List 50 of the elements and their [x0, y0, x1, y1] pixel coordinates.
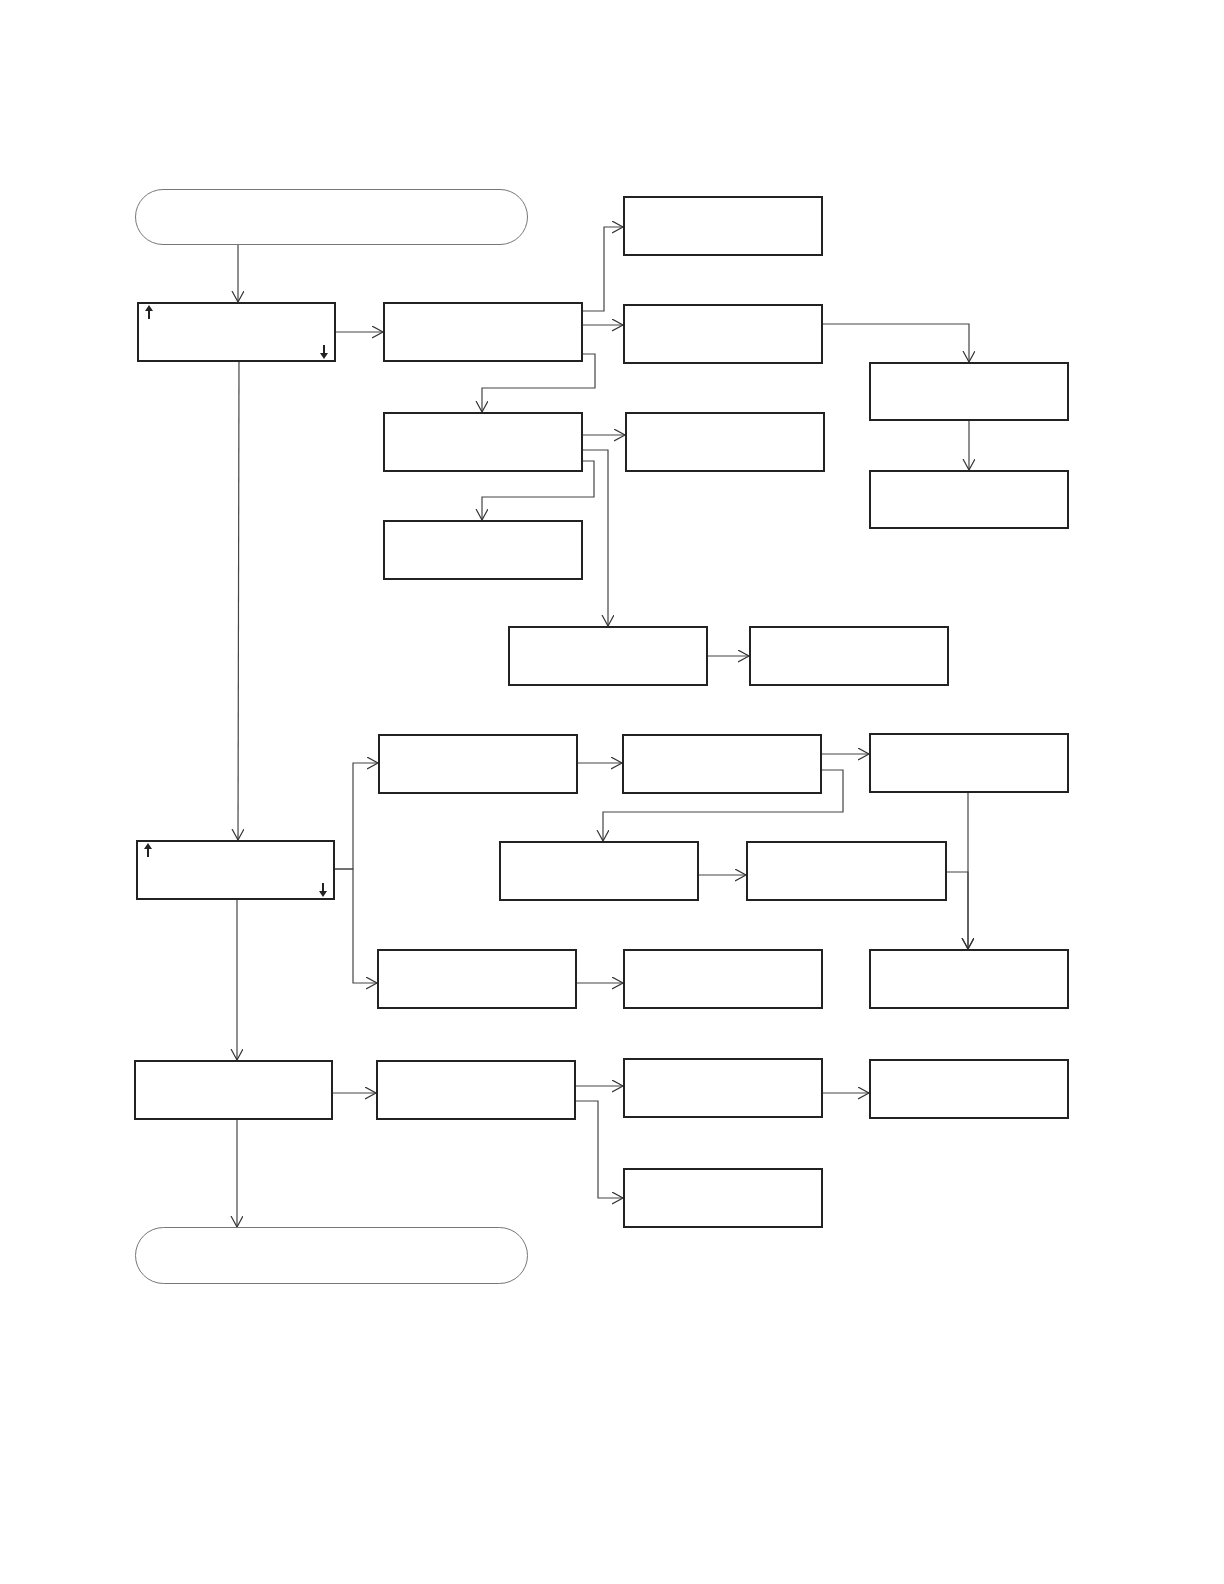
arrow: [582, 428, 626, 442]
arrow: [334, 868, 378, 990]
arrow: [577, 756, 623, 770]
arrow: [962, 420, 976, 471]
arrow: [698, 868, 747, 882]
arrow: [821, 747, 870, 761]
process-box: [869, 362, 1069, 421]
arrow: [231, 244, 245, 303]
process-box: [623, 304, 823, 364]
arrow: [707, 649, 750, 663]
arrow: [332, 1086, 377, 1100]
process-box: [622, 734, 822, 794]
arrow: [946, 871, 975, 950]
arrow: [575, 1100, 624, 1205]
arrow: [582, 449, 615, 627]
arrow: [475, 353, 596, 413]
process-box: [383, 302, 583, 362]
process-box: [749, 626, 949, 686]
process-box: [508, 626, 708, 686]
process-box: [623, 196, 823, 256]
arrow: [575, 1079, 624, 1093]
process-box: [869, 733, 1069, 793]
process-box: [137, 302, 336, 362]
process-box: [134, 1060, 333, 1120]
arrow: [230, 899, 244, 1061]
process-box: [869, 949, 1069, 1009]
arrow: [582, 220, 624, 312]
arrow: [822, 1086, 870, 1100]
process-box: [625, 412, 825, 472]
process-box: [378, 734, 578, 794]
process-box: [376, 1060, 576, 1120]
arrow: [230, 1119, 244, 1228]
arrow: [231, 361, 245, 841]
process-box: [136, 840, 335, 900]
arrow: [822, 323, 976, 363]
process-box: [623, 1168, 823, 1228]
arrow: [582, 318, 624, 332]
process-box: [499, 841, 699, 901]
process-box: [383, 520, 583, 580]
process-box: [623, 949, 823, 1009]
process-box: [623, 1058, 823, 1118]
arrow: [335, 325, 384, 339]
arrow: [576, 976, 624, 990]
process-box: [377, 949, 577, 1009]
process-box: [383, 412, 583, 472]
process-box: [869, 1059, 1069, 1119]
arrow: [475, 460, 595, 521]
process-box: [746, 841, 947, 901]
arrow: [596, 769, 844, 842]
process-box: [869, 470, 1069, 529]
